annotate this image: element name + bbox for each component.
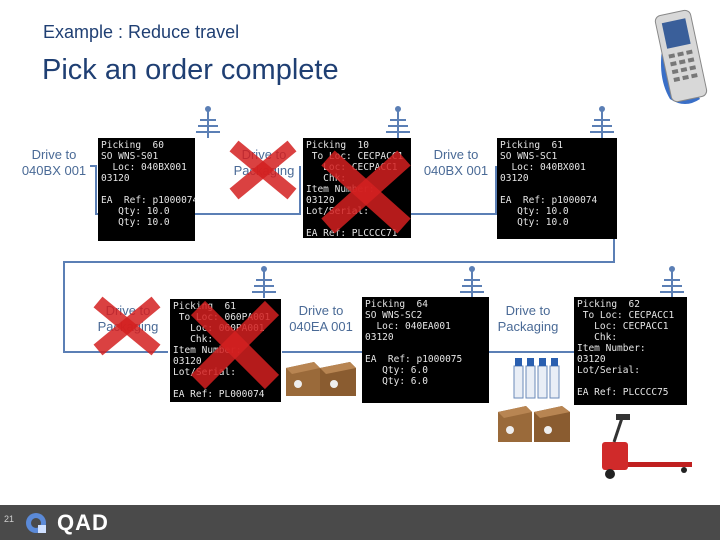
terminal-line xyxy=(306,217,408,228)
terminal-line: 03120 xyxy=(306,195,335,206)
terminal-line: Lot/Serial: xyxy=(306,206,369,217)
terminal-line: Picking 61 xyxy=(500,140,563,151)
page-number: 21 xyxy=(4,514,15,524)
step-caption: Drive to Packaging xyxy=(497,303,559,334)
footer-bar xyxy=(0,505,720,540)
antenna-icon xyxy=(196,106,220,138)
handheld-scanner-icon xyxy=(654,9,708,104)
terminal-line: Picking 60 xyxy=(101,140,164,151)
terminal-line: Qty: 6.0 xyxy=(365,365,428,376)
terminal-line: Qty: 10.0 xyxy=(500,206,569,217)
slide-title: Pick an order complete xyxy=(42,54,339,86)
terminal-line: To Loc: CECPACC1 xyxy=(577,310,675,321)
terminal-line: EA Ref: p1000075 xyxy=(365,354,463,365)
step-caption: Drive to 040EA 001 xyxy=(289,303,353,334)
terminal-line: Qty: 10.0 xyxy=(500,217,569,228)
terminal-line: To Loc: 060PA001 xyxy=(173,312,271,323)
bottle-icon xyxy=(513,358,560,399)
terminal-line: Lot/Serial: xyxy=(577,365,640,376)
terminal-line: SO WNS-SC1 xyxy=(500,151,558,162)
terminal-line: SO WNS-SC2 xyxy=(365,310,423,321)
step-caption: Drive to Packaging xyxy=(97,303,159,334)
terminal-line: SO WNS-S01 xyxy=(101,151,159,162)
terminal-line xyxy=(173,378,278,389)
terminal-line: 03120 xyxy=(365,332,394,343)
terminal-line: Item Number: xyxy=(173,345,242,356)
terminal-line: 03120 xyxy=(577,354,606,365)
terminal-line: Chk: xyxy=(577,332,618,343)
terminal-line: Qty: 10.0 xyxy=(101,217,170,228)
antenna-icon xyxy=(252,266,276,298)
terminal-line: EA Ref: p1000074 xyxy=(101,195,195,206)
terminal-line: 03120 xyxy=(173,356,202,367)
terminal-line: Chk: xyxy=(306,173,347,184)
terminal-line xyxy=(365,343,486,354)
terminal-line: Qty: 10.0 xyxy=(101,206,170,217)
terminal-line: Loc: 040EA001 xyxy=(365,321,451,332)
terminal-line: To Loc: CECPACC1 xyxy=(306,151,404,162)
step-caption: Drive to 040BX 001 xyxy=(423,147,489,178)
antenna-icon xyxy=(660,266,684,298)
terminal-line: Picking 64 xyxy=(365,299,428,310)
slide-subtitle: Example : Reduce travel xyxy=(43,22,240,42)
terminal-line: 03120 xyxy=(101,173,130,184)
pallet-jack-icon xyxy=(592,412,702,494)
terminal-line: EA Ref: PL000074 xyxy=(173,389,265,400)
terminal-line: Loc: 040BX001 xyxy=(101,162,187,173)
antenna-icon xyxy=(590,106,614,138)
cardboard-box-icon xyxy=(498,406,570,442)
terminal-line: Qty: 6.0 xyxy=(365,376,428,387)
terminal-line: Chk: xyxy=(173,334,214,345)
terminal-line: 03120 xyxy=(500,173,529,184)
cardboard-box-icon xyxy=(286,362,356,396)
terminal-line xyxy=(577,376,684,387)
terminal-line: Item Number: xyxy=(577,343,646,354)
terminal-line: EA Ref: PLCCCC75 xyxy=(577,387,669,398)
terminal-line: EA Ref: p1000074 xyxy=(500,195,598,206)
terminal-line: Item Number: xyxy=(306,184,375,195)
terminal-line: Picking 61 xyxy=(173,301,236,312)
terminal-line: Loc: 040BX001 xyxy=(500,162,586,173)
terminal-line: Picking 10 xyxy=(306,140,369,151)
terminal-screen: Picking 62 To Loc: CECPACC1 Loc: CECPACC… xyxy=(574,297,687,405)
antenna-icon xyxy=(386,106,410,138)
terminal-line: Loc: CECPACC1 xyxy=(306,162,398,173)
terminal-line: EA Ref: PLCCCC71 xyxy=(306,228,398,238)
terminal-screen: Picking 61 To Loc: 060PA001 Loc: 060PA00… xyxy=(170,299,281,402)
terminal-line: Loc: 060PA001 xyxy=(173,323,265,334)
step-caption: Drive to 040BX 001 xyxy=(21,147,87,178)
terminal-line: Lot/Serial: xyxy=(173,367,236,378)
terminal-line: Picking 62 xyxy=(577,299,640,310)
terminal-screen: Picking 10 To Loc: CECPACC1 Loc: CECPACC… xyxy=(303,138,411,238)
qad-logo-icon xyxy=(26,513,46,533)
antenna-icon xyxy=(460,266,484,298)
terminal-line xyxy=(500,184,614,195)
step-caption: Drive to Packaging xyxy=(233,147,295,178)
terminal-line: Loc: CECPACC1 xyxy=(577,321,669,332)
terminal-line xyxy=(101,184,192,195)
brand-logo: QAD xyxy=(57,510,109,535)
